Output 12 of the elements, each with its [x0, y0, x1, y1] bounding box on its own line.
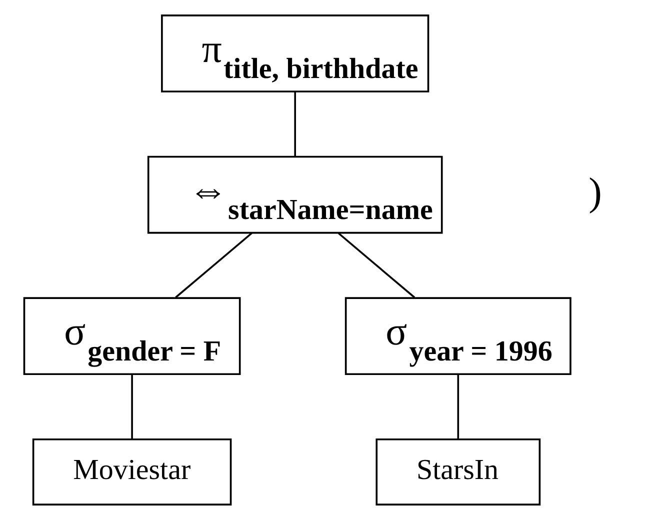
node-box: σ$_{gender = F}$	[23, 297, 241, 376]
connector	[457, 374, 460, 439]
label: )	[588, 168, 602, 214]
connector	[338, 232, 416, 298]
connector	[175, 232, 252, 298]
node-box: Moviestar	[32, 438, 232, 506]
node-box: StarsIn	[376, 438, 541, 506]
node-box: π$_{title, birthhdate}$	[161, 14, 430, 92]
connector	[294, 92, 296, 156]
node-box: σ$_{year = 1996}$	[344, 297, 572, 376]
connector	[131, 374, 133, 439]
node-box: ⇔$_{starName=name}$	[147, 156, 443, 234]
